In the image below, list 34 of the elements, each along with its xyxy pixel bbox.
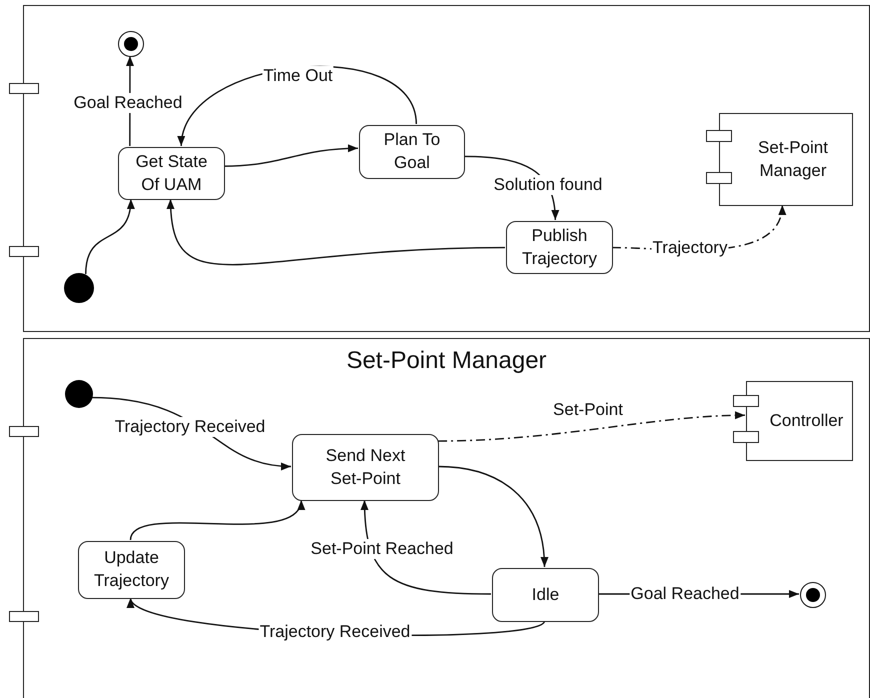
state-label: Plan To Goal <box>382 129 442 174</box>
state-label: Send Next Set-Point <box>324 444 406 490</box>
state-box <box>359 125 465 179</box>
transition-arrow <box>167 198 506 266</box>
transition-arrow <box>85 198 134 274</box>
final-state <box>118 31 144 57</box>
state-label: Publish Trajectory <box>521 224 598 270</box>
state-box <box>506 221 613 274</box>
transition-arrow <box>130 500 302 540</box>
state-box <box>78 541 185 599</box>
edge-label: Trajectory Received <box>114 417 266 437</box>
edge-label: Goal Reached <box>72 93 184 113</box>
transition-arrow <box>224 144 358 167</box>
final-state <box>800 582 826 608</box>
transition-arrow <box>438 466 548 568</box>
state-label: Controller <box>770 410 844 432</box>
transition-arrow <box>360 500 491 595</box>
edge-label: Trajectory <box>652 238 728 258</box>
edge-label: Trajectory Received <box>258 622 412 642</box>
state-label: Update Trajectory <box>93 547 170 592</box>
state-box <box>492 568 599 622</box>
initial-state <box>64 273 94 303</box>
edge-label: Set-Point Reached <box>310 539 454 559</box>
state-label: Idle <box>532 584 560 606</box>
state-box <box>118 147 225 200</box>
component-box <box>719 113 853 206</box>
component-box <box>746 381 853 461</box>
edge-label: Solution found <box>492 175 604 195</box>
state-label: Set-Point Manager <box>757 136 829 182</box>
state-label: Get State Of UAM <box>134 150 208 196</box>
transition-arrow <box>438 411 746 442</box>
initial-state <box>65 380 93 408</box>
state-box <box>292 434 439 501</box>
frame-title: Set-Point Manager <box>345 347 548 375</box>
